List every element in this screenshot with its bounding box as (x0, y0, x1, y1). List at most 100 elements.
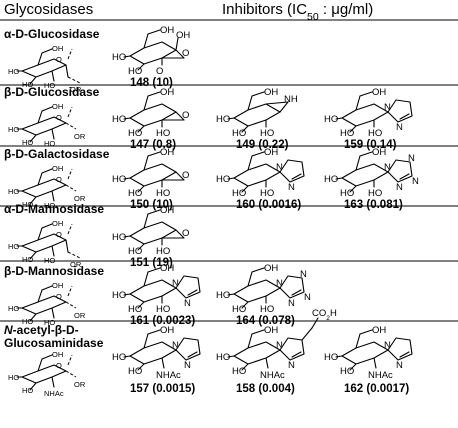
triazole-nitrogen-label: N (304, 292, 311, 303)
hydroxyl-label: HO (128, 188, 142, 199)
aziridine-nh-label: NH (284, 94, 298, 105)
acyl-label: NHAc (156, 370, 181, 381)
hydroxyl-label: HO (232, 128, 246, 139)
triazole-nitrogen-label: N (300, 269, 307, 280)
compound-157-caption: 157 (0.0015) (130, 383, 195, 395)
hydroxyl-label: OH (160, 87, 174, 98)
compound-147-caption: 147 (0.8) (130, 139, 176, 151)
hydroxyl-label: HO (8, 125, 19, 134)
compound-148-caption: 148 (10) (130, 77, 173, 89)
enzyme-name: α-D-Glucosidase (4, 27, 100, 41)
hydroxyl-label: OH (52, 164, 63, 173)
triazole-nitrogen-label: N (408, 153, 415, 164)
hydroxyl-label: OH (160, 25, 174, 36)
hydroxyl-label: HO (112, 290, 126, 301)
hydroxyl-label: OH (264, 147, 278, 158)
imine-nitrogen-label: N (184, 298, 191, 309)
imine-nitrogen-label: N (396, 360, 403, 371)
imine-nitrogen-label: N (288, 298, 295, 309)
hydroxyl-label: HO (44, 139, 55, 148)
hydroxyl-label: HO (128, 366, 142, 377)
oxygen-label: HO (156, 128, 170, 139)
bridge-nitrogen-label: N (276, 278, 283, 289)
hydroxyl-label: HO (216, 114, 230, 125)
hydroxyl-label: HO (22, 386, 33, 395)
carboxylic-acid-label: CO2H (312, 308, 337, 322)
hydroxyl-label: HO (340, 366, 354, 377)
hydroxyl-label: HO (260, 304, 274, 315)
hydroxyl-label: HO (44, 318, 55, 327)
substituent-label: OR (74, 311, 86, 320)
imine-nitrogen-label: N (184, 360, 191, 371)
hydroxyl-label: HO (324, 114, 338, 125)
compound-151-caption: 151 (19) (130, 257, 173, 269)
compound-161-caption: 161 (0.0023) (130, 315, 195, 327)
ring-oxygen-label: O (56, 113, 62, 122)
hydroxyl-label: HO (216, 290, 230, 301)
enzyme-name: Glucosaminidase (4, 336, 104, 350)
hydroxyl-label: HO (216, 352, 230, 363)
substituent-label: OR (74, 380, 86, 389)
hydroxyl-label: HO (44, 81, 55, 90)
enzyme-name: β-D-Galactosidase (4, 147, 110, 161)
bridge-nitrogen-label: N (276, 340, 283, 351)
hydroxyl-label: OH (160, 147, 174, 158)
hydroxyl-label: HO (340, 188, 354, 199)
hydroxyl-label: HO (232, 304, 246, 315)
bridge-nitrogen-label: N (384, 162, 391, 173)
hydroxyl-label: HO (232, 188, 246, 199)
hydroxyl-label: OH (264, 87, 278, 98)
acyl-label: NHAc (260, 370, 285, 381)
imine-nitrogen-label: N (288, 182, 295, 193)
acyl-label: NHAc (368, 370, 393, 381)
hydroxyl-label: HO (8, 304, 19, 313)
oxygen-label: HO (156, 246, 170, 257)
hydroxyl-label: OH (264, 325, 278, 336)
hydroxyl-label: OH (372, 147, 386, 158)
hydroxyl-label: HO (44, 256, 55, 265)
compound-162-caption: 162 (0.0017) (344, 383, 409, 395)
hydroxyl-label: HO (112, 232, 126, 243)
hydroxyl-label: OH (160, 325, 174, 336)
compound-164-caption: 164 (0.078) (236, 315, 295, 327)
epoxide-oxygen-label: O (182, 170, 189, 181)
hydroxyl-label: OH (160, 263, 174, 274)
ring-oxygen-label: O (56, 361, 62, 370)
hydroxyl-label: HO (260, 188, 274, 199)
hydroxyl-label: HO (128, 66, 142, 77)
hydroxyl-label: HO (22, 317, 33, 326)
enzyme-name: β-D-Glucosidase (4, 85, 100, 99)
compound-159-caption: 159 (0.14) (344, 139, 397, 151)
hydroxyl-label: HO (340, 128, 354, 139)
hydroxyl-label: HO (8, 67, 19, 76)
ring-oxygen-label: O (56, 292, 62, 301)
oxygen-label: HO (156, 188, 170, 199)
hydroxyl-label: HO (232, 366, 246, 377)
enzyme-name: α-D-Mannosidase (4, 202, 104, 216)
compound-150-caption: 150 (10) (130, 199, 173, 211)
imine-nitrogen-label: N (396, 122, 403, 133)
epoxide-oxygen-label: O (182, 228, 189, 239)
hydroxyl-label: HO (128, 304, 142, 315)
compound-149-caption: 149 (0.22) (236, 139, 289, 151)
hydroxyl-label: HO (156, 304, 170, 315)
hydroxyl-label: OH (52, 281, 63, 290)
inhibitors-header: Inhibitors (IC50 : μg/ml) (222, 1, 373, 23)
hydroxyl-label: HO (324, 174, 338, 185)
hydroxyl-label: HO (260, 128, 274, 139)
hydroxyl-label: HO (216, 174, 230, 185)
hydroxyl-label: OH (52, 102, 63, 111)
enzyme-name: N-acetyl-β-D- (4, 323, 79, 337)
hydroxyl-label: HO (8, 242, 19, 251)
hydroxyl-label: HO (128, 246, 142, 257)
hydroxyl-label: HO (8, 373, 19, 382)
